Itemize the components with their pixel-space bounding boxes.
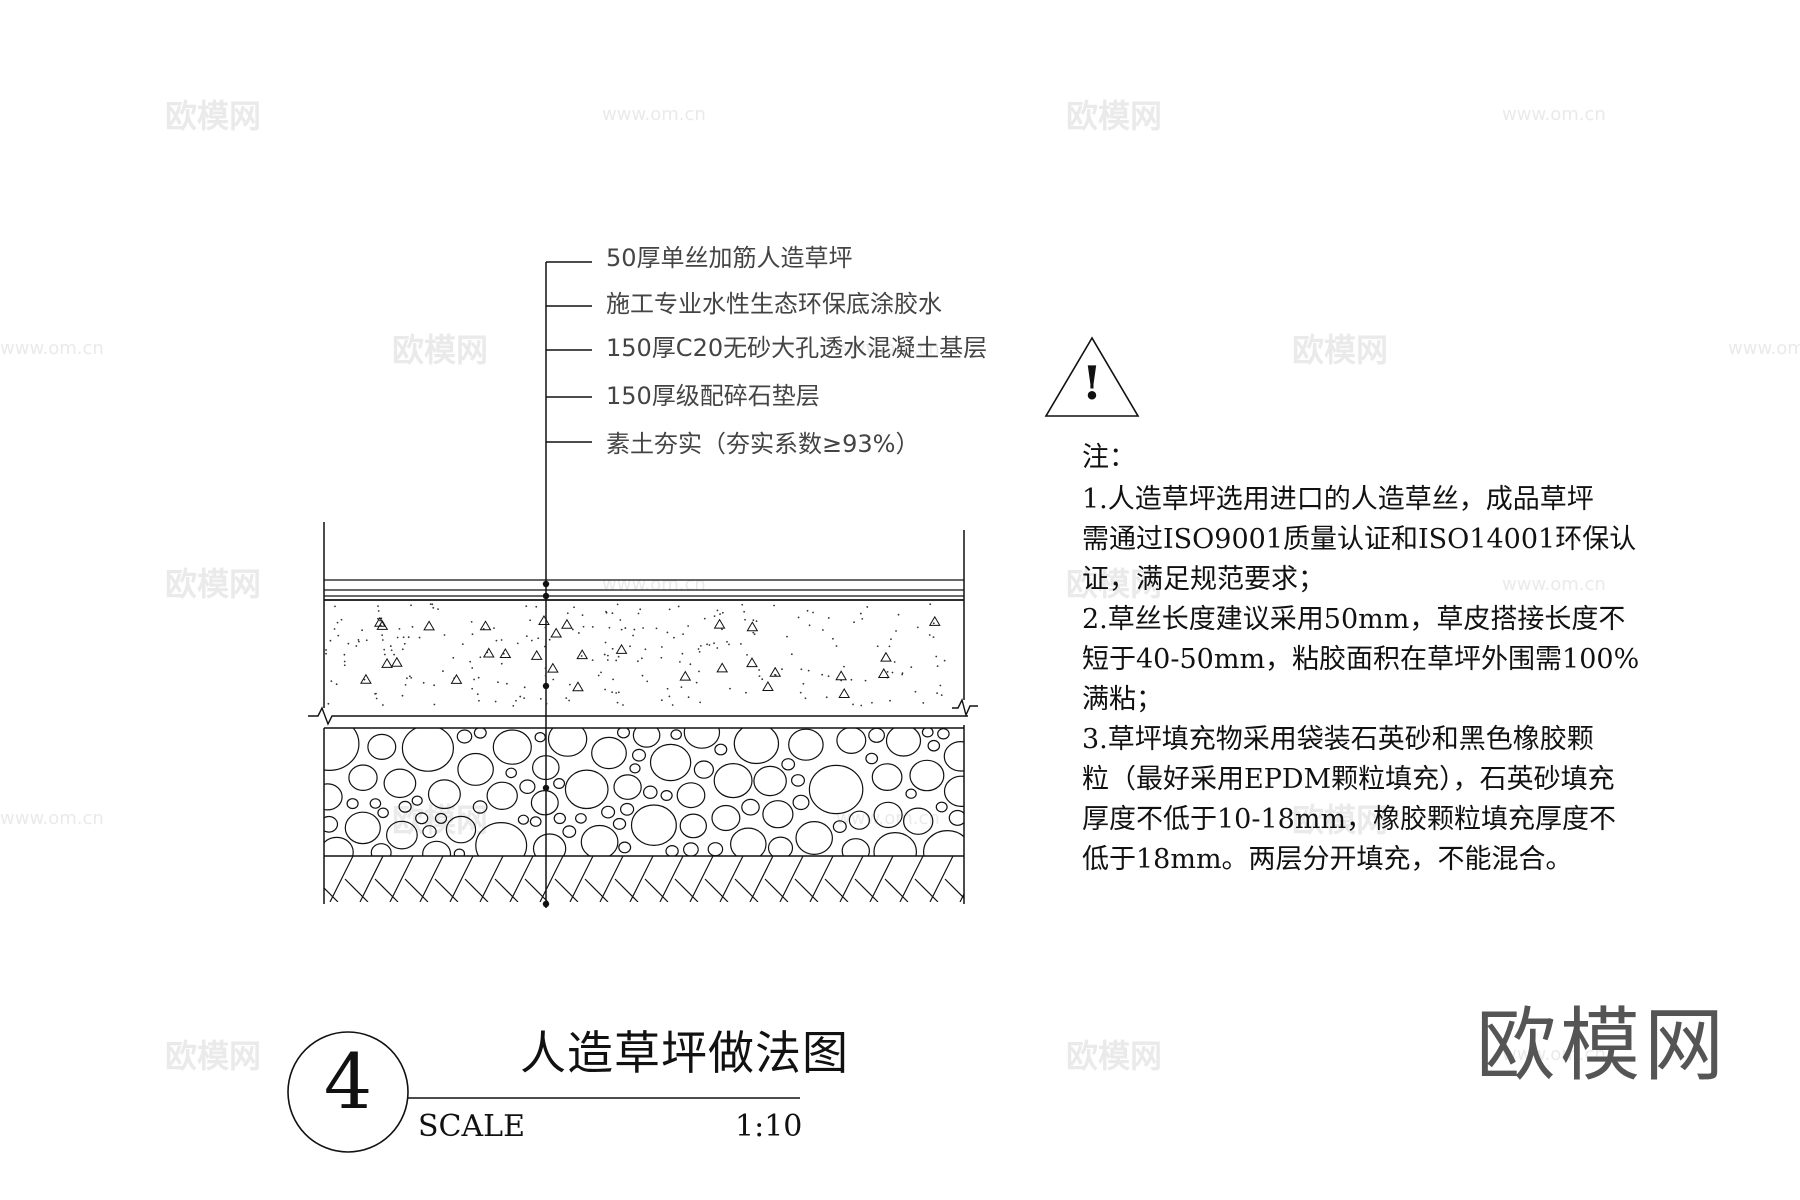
drawing-title: 人造草坪做法图 <box>520 1026 849 1080</box>
note-line: 1.人造草坪选用进口的人造草丝，成品草坪 <box>1082 484 1594 515</box>
brand-logo: 欧模网 <box>1476 999 1728 1092</box>
layer-callout-5: 素土夯实（夯实系数≥93%） <box>606 430 920 458</box>
warning-triangle-icon <box>1044 336 1140 417</box>
layer-callout-3: 150厚C20无砂大孔透水混凝土基层 <box>606 334 988 362</box>
notes-heading: 注： <box>1082 442 1136 473</box>
note-line: 粒（最好采用EPDM颗粒填充），石英砂填充 <box>1082 764 1615 795</box>
note-line: 厚度不低于10-18mm，橡胶颗粒填充厚度不 <box>1082 804 1617 835</box>
note-line: 需通过ISO9001质量认证和ISO14001环保认 <box>1082 524 1637 555</box>
concrete-layer <box>325 603 946 707</box>
note-line: 2.草丝长度建议采用50mm，草皮搭接长度不 <box>1082 604 1626 635</box>
note-line: 证，满足规范要求； <box>1082 564 1325 595</box>
note-line: 短于40-50mm，粘胶面积在草坪外围需100% <box>1082 644 1640 675</box>
scale-label: SCALE <box>418 1109 525 1144</box>
break-mark-left <box>308 706 340 726</box>
note-line: 3.草坪填充物采用袋装石英砂和黑色橡胶颗 <box>1082 724 1594 755</box>
layer-callout-1: 50厚单丝加筋人造草坪 <box>606 244 853 272</box>
layer-callout-2: 施工专业水性生态环保底涂胶水 <box>606 290 942 318</box>
break-lines <box>308 698 978 729</box>
leader-lines <box>545 261 592 908</box>
gravel-layer <box>324 728 964 856</box>
note-line: 满粘； <box>1082 684 1163 715</box>
detail-number-circle <box>287 1031 409 1153</box>
warning-exclamation: ! <box>1081 356 1103 410</box>
turf-layer <box>324 579 964 601</box>
soil-layer <box>324 856 964 902</box>
note-line: 低于18mm。两层分开填充，不能混合。 <box>1082 844 1573 875</box>
detail-number: 4 <box>323 1037 373 1126</box>
title-block-graphics <box>287 1031 800 1153</box>
section-boundaries <box>323 522 965 904</box>
leader-dots <box>542 580 550 908</box>
scale-value: 1:10 <box>735 1109 803 1144</box>
break-mark-right <box>952 698 978 718</box>
notes-block: 注： 1.人造草坪选用进口的人造草丝，成品草坪 需通过ISO9001质量认证和I… <box>1082 438 1640 880</box>
layer-callout-4: 150厚级配碎石垫层 <box>606 382 820 410</box>
